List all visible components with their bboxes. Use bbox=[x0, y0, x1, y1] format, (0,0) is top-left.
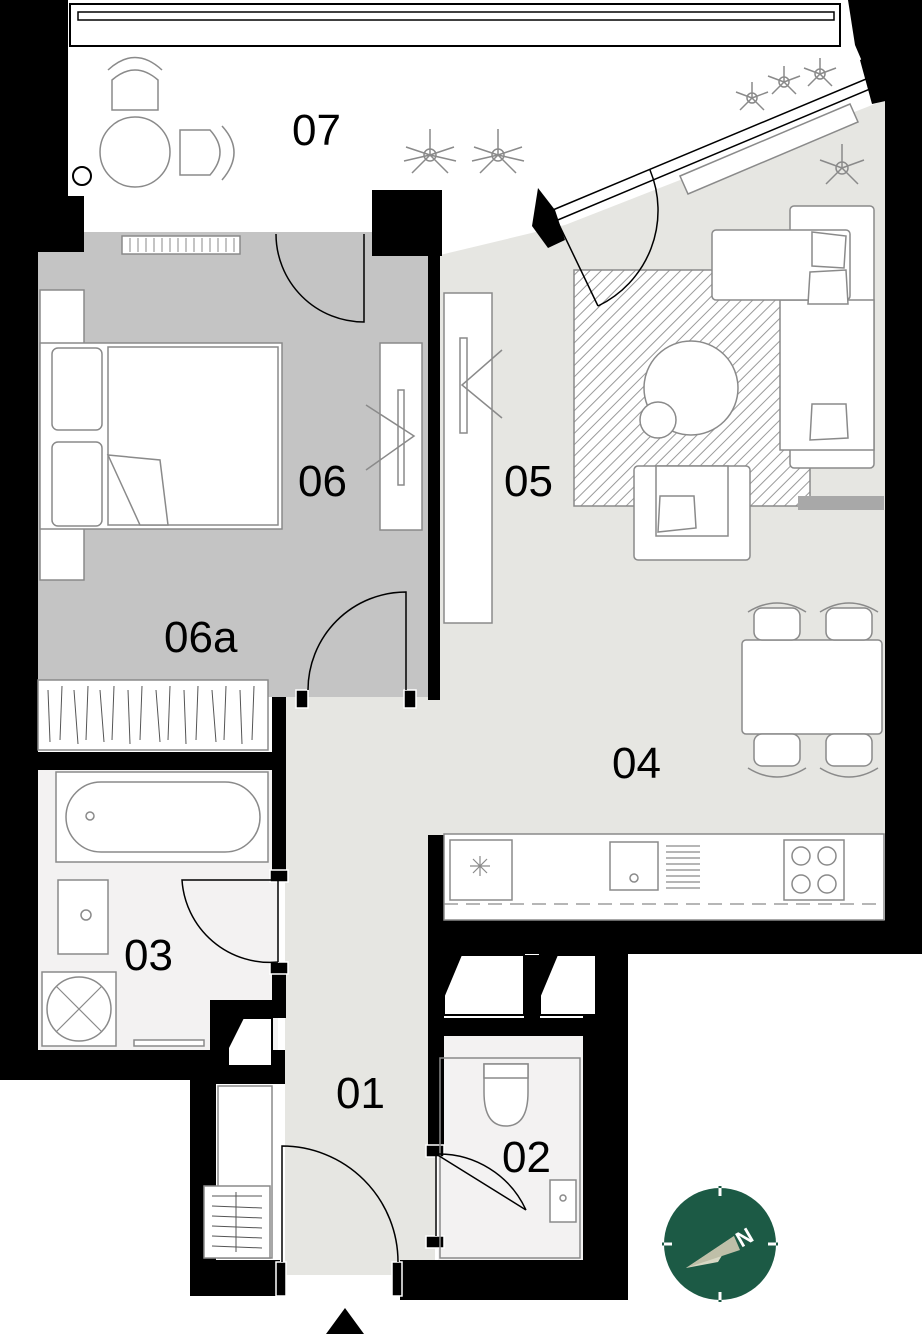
walls bbox=[0, 0, 922, 1300]
towel-rail bbox=[133, 1039, 205, 1047]
room-label-03: 03 bbox=[124, 931, 173, 980]
wall-wc-left bbox=[428, 835, 444, 1153]
door-wc-hall bbox=[435, 1153, 527, 1236]
entry-furniture bbox=[203, 1085, 273, 1259]
wc-fixtures bbox=[439, 1057, 581, 1259]
compass: N bbox=[662, 1186, 778, 1302]
door-bath-hall bbox=[181, 879, 279, 964]
wall-bedroom-window-left bbox=[38, 196, 84, 252]
stove bbox=[783, 839, 845, 901]
room-label-06a: 06a bbox=[164, 613, 238, 662]
fridge bbox=[449, 839, 513, 901]
room-label-07: 07 bbox=[292, 106, 341, 155]
balcony-rail bbox=[69, 3, 841, 47]
wardrobe-06a bbox=[37, 679, 269, 751]
wc-inner bbox=[439, 1057, 581, 1259]
bathroom-fixtures bbox=[41, 771, 269, 1047]
doors bbox=[181, 169, 659, 1263]
tv-bedroom bbox=[397, 389, 405, 486]
room-label-02: 02 bbox=[502, 1133, 551, 1182]
balcony-lamp bbox=[72, 166, 92, 186]
tv-unit-living bbox=[443, 292, 493, 624]
plant-icon bbox=[403, 58, 865, 185]
wall-bedroom-bath bbox=[38, 752, 283, 770]
wall-right bbox=[885, 60, 922, 950]
dining-chair-4 bbox=[825, 733, 873, 767]
pillow-2 bbox=[51, 441, 103, 527]
wall-top-left bbox=[0, 0, 68, 232]
wall-bedroom-window-right bbox=[372, 190, 442, 256]
living-furniture bbox=[443, 205, 884, 778]
room-label-04: 04 bbox=[612, 739, 661, 788]
door-living-balcony bbox=[551, 169, 659, 307]
balcony-chair-right bbox=[179, 129, 221, 176]
room-label-05: 05 bbox=[504, 457, 553, 506]
dining-chair-1 bbox=[753, 607, 801, 641]
room-labels: 07 06 06a 05 04 03 01 02 bbox=[124, 106, 661, 1182]
wall-kitchen-bottom bbox=[440, 920, 922, 954]
radiators bbox=[121, 103, 859, 255]
wall-entry-bottom-left bbox=[190, 1260, 280, 1296]
dining-chair-3 bbox=[753, 733, 801, 767]
pillow-1 bbox=[51, 347, 103, 431]
cushion-4 bbox=[657, 495, 697, 533]
kitchen-sink bbox=[609, 841, 659, 891]
hall-floor bbox=[285, 697, 440, 1275]
bedroom-furniture bbox=[37, 289, 423, 751]
dining-table bbox=[741, 639, 883, 735]
cushion-2 bbox=[807, 269, 849, 305]
door-bedroom-balcony bbox=[275, 233, 365, 323]
washbasin-03 bbox=[57, 879, 109, 955]
kitchen bbox=[443, 833, 885, 921]
compass-circle bbox=[664, 1188, 776, 1300]
toilet bbox=[483, 1063, 529, 1127]
radiator-bedroom bbox=[121, 235, 241, 255]
radiator-living bbox=[679, 103, 859, 195]
door-entrance bbox=[281, 1145, 399, 1263]
balcony-table bbox=[99, 116, 171, 188]
dining-chair-2 bbox=[825, 607, 873, 641]
wall-bedroom-living bbox=[428, 255, 440, 700]
room-label-06: 06 bbox=[298, 457, 347, 506]
cushion-3 bbox=[809, 403, 849, 441]
room-label-01: 01 bbox=[336, 1069, 385, 1118]
door-bedroom-hall bbox=[307, 591, 407, 691]
wall-hall-left bbox=[272, 697, 286, 877]
balcony-door-sill bbox=[798, 496, 884, 510]
cushion-1 bbox=[811, 231, 847, 269]
balcony-furniture bbox=[72, 56, 865, 188]
triangle-up-icon bbox=[326, 1308, 364, 1334]
balcony-chair-top bbox=[111, 69, 159, 111]
